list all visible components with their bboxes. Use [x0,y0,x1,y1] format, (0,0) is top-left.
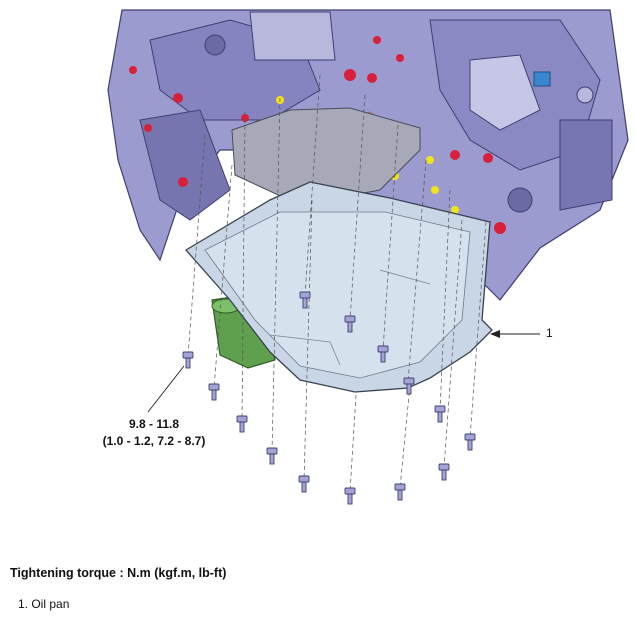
torque-spec-line1: 9.8 - 11.8 [128,417,180,431]
torque-leader-line [147,365,185,413]
bolt-icon [438,463,450,481]
pan-bolts [182,291,476,505]
bolt-icon [394,483,406,501]
torque-spec-label: 9.8 - 11.8 (1.0 - 1.2, 7.2 - 8.7) [84,416,224,450]
oil-pan-exploded-illustration [107,9,629,505]
bolt-icon [344,315,356,333]
bolt-icon [377,345,389,363]
bolt-icon [236,415,248,433]
bolt-icon [298,475,310,493]
bolt-icon [344,487,356,505]
callout-number: 1 [546,326,553,340]
torque-spec-line2: (1.0 - 1.2, 7.2 - 8.7) [102,434,206,448]
bolt-icon [182,351,194,369]
gasket-plate [231,107,421,206]
bolt-icon [464,433,476,451]
bolt-icon [403,377,415,395]
bolt-icon [434,405,446,423]
oil-pan [184,181,493,393]
legend-item: 1. Oil pan [18,597,70,611]
bolt-icon [266,447,278,465]
bolt-icon [208,383,220,401]
bolt-icon [299,291,311,309]
bolt-guide-lines [187,74,487,493]
torque-unit-caption: Tightening torque : N.m (kgf.m, lb-ft) [10,566,227,580]
leader-arrow-icon [490,330,540,338]
